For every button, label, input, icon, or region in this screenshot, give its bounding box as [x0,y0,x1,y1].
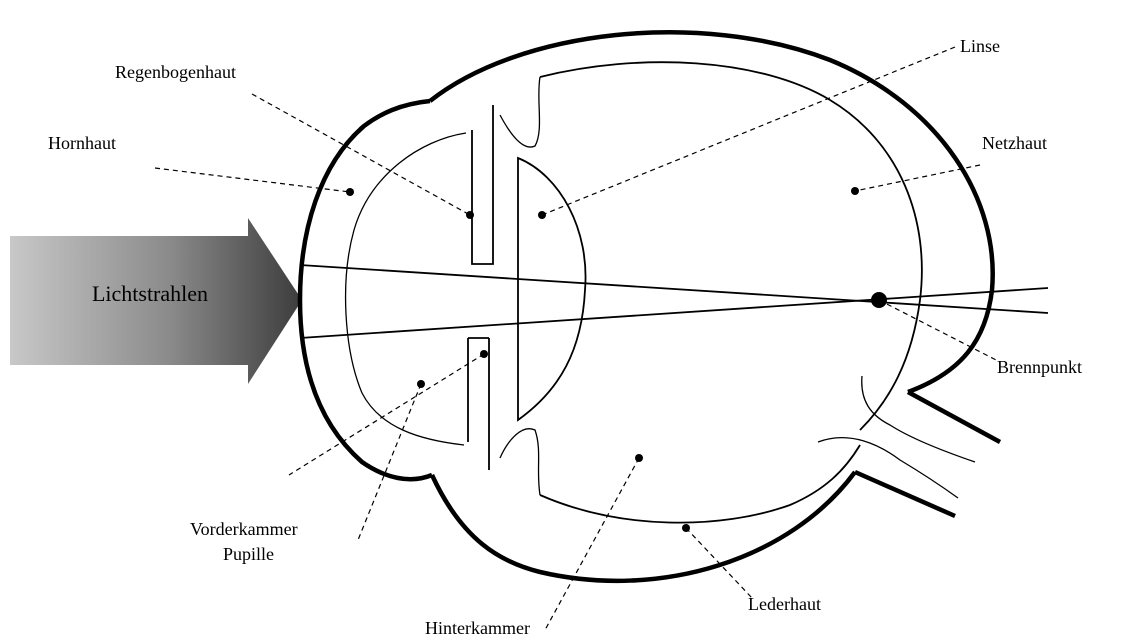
label-regenbogenhaut: Regenbogenhaut [115,62,236,82]
light-rays-arrow: Lichtstrahlen [10,218,302,384]
iris-upper [472,105,493,264]
iris [468,105,493,470]
leader-hinterkammer [545,458,639,630]
retina-inner-bottom [540,445,860,523]
label-linse: Linse [960,36,1000,56]
anterior-chamber [346,133,466,445]
label-hornhaut: Hornhaut [48,133,116,153]
label-hinterkammer: Hinterkammer [425,618,530,638]
ciliary-upper [500,77,540,147]
leader-netzhaut [855,165,980,191]
dot-regenbogenhaut [466,211,474,219]
label-brennpunkt: Brennpunkt [997,357,1082,377]
ray-lower [300,288,1048,338]
label-lederhaut: Lederhaut [748,594,821,614]
optic-nerve-lower [855,472,955,516]
label-lichtstrahlen: Lichtstrahlen [92,281,208,306]
sclera-outer-top [430,32,993,392]
leader-pupille [289,354,484,475]
eyeball-outer [300,32,1000,581]
leader-lederhaut [686,528,752,598]
ray-upper [300,265,1048,313]
sclera-outer-bottom [432,472,855,581]
label-pupille: Pupille [223,544,274,564]
retina-inner-top [540,62,922,430]
label-dots [346,187,887,532]
leader-linse [542,47,955,215]
iris-lower [468,338,489,470]
ciliary-lower [500,429,540,495]
leader-vorderkammer [358,384,421,540]
optic-nerve-upper [908,392,1000,442]
light-ray-lines [300,265,1048,338]
leader-regenbogenhaut [252,94,470,215]
label-vorderkammer: Vorderkammer [190,519,298,539]
lens [518,158,586,420]
label-netzhaut: Netzhaut [982,133,1047,153]
